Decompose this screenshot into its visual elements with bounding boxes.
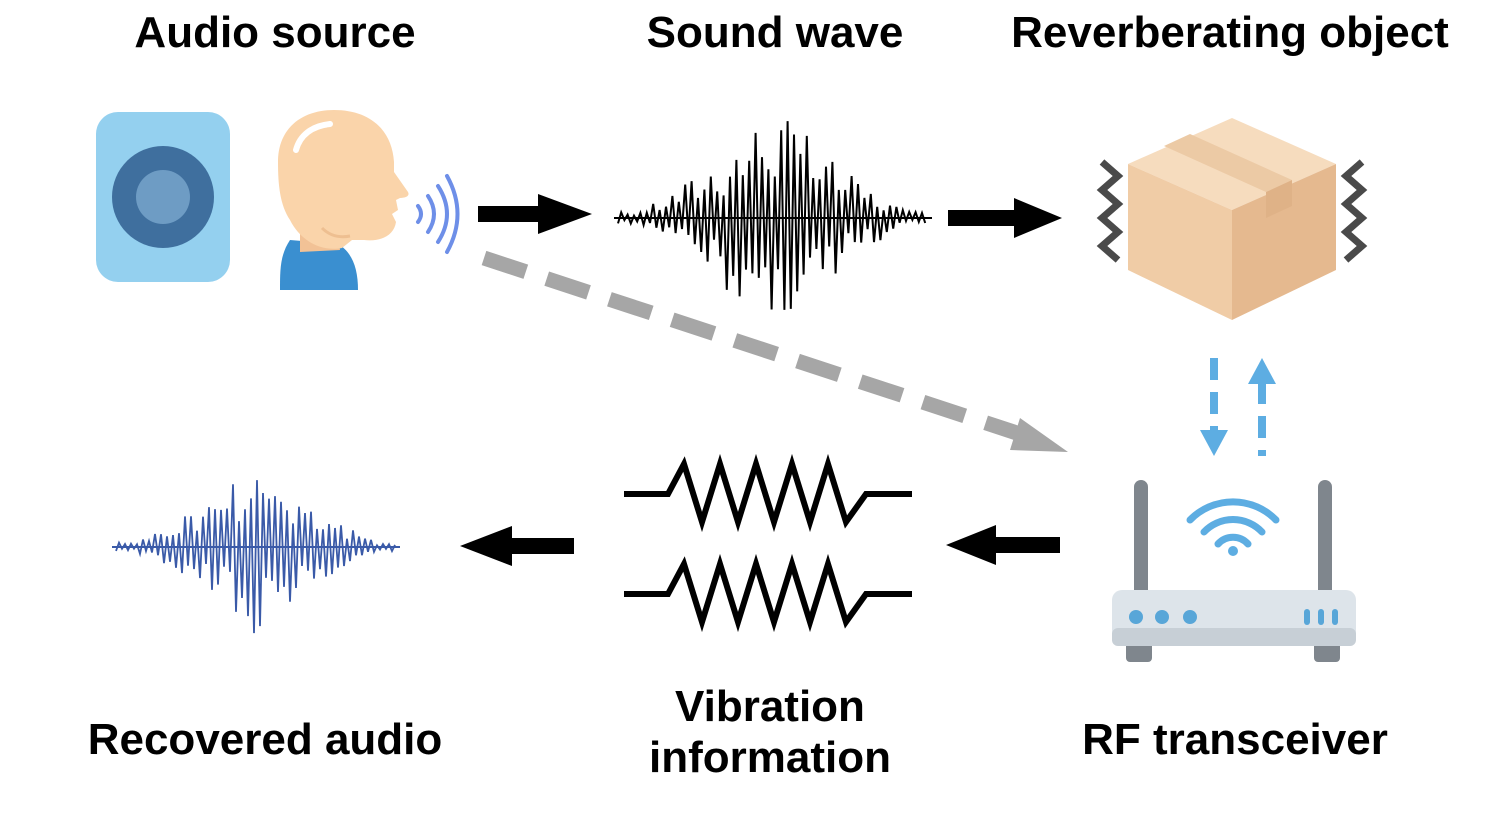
wifi-signal-icon xyxy=(1186,498,1280,556)
rf-uplink-arrow xyxy=(1248,358,1276,456)
speaker-icon xyxy=(96,112,230,282)
sound-wave-icon xyxy=(614,121,932,310)
reverberating-object-label: Reverberating object xyxy=(1011,8,1449,57)
recovered-audio-label: Recovered audio xyxy=(87,715,443,764)
person-speaking-icon xyxy=(278,110,409,290)
audio-source-label: Audio source xyxy=(134,8,416,57)
vibration-information-label: Vibration information xyxy=(570,682,970,783)
shake-marks-right xyxy=(1340,159,1368,263)
arrow-to-vibration-information xyxy=(946,525,1060,565)
vibration-signal-icon xyxy=(624,453,912,633)
voice-waves-icon xyxy=(416,174,460,254)
arrow-to-recovered-audio xyxy=(460,526,574,566)
vibration-information-line1: Vibration xyxy=(675,682,865,731)
vibration-information-line2: information xyxy=(649,732,891,782)
arrow-to-sound-wave xyxy=(478,194,592,234)
shake-marks-left xyxy=(1096,159,1124,263)
recovered-wave-icon xyxy=(112,480,400,634)
cardboard-box-icon xyxy=(1128,118,1336,320)
rf-transceiver-label: RF transceiver xyxy=(1082,715,1388,764)
dashed-direct-path-arrow xyxy=(481,250,1068,452)
sound-wave-label: Sound wave xyxy=(646,8,904,57)
arrow-to-reverberating-object xyxy=(948,198,1062,238)
rf-downlink-arrow xyxy=(1200,358,1228,456)
wifi-router-icon xyxy=(1112,480,1356,662)
